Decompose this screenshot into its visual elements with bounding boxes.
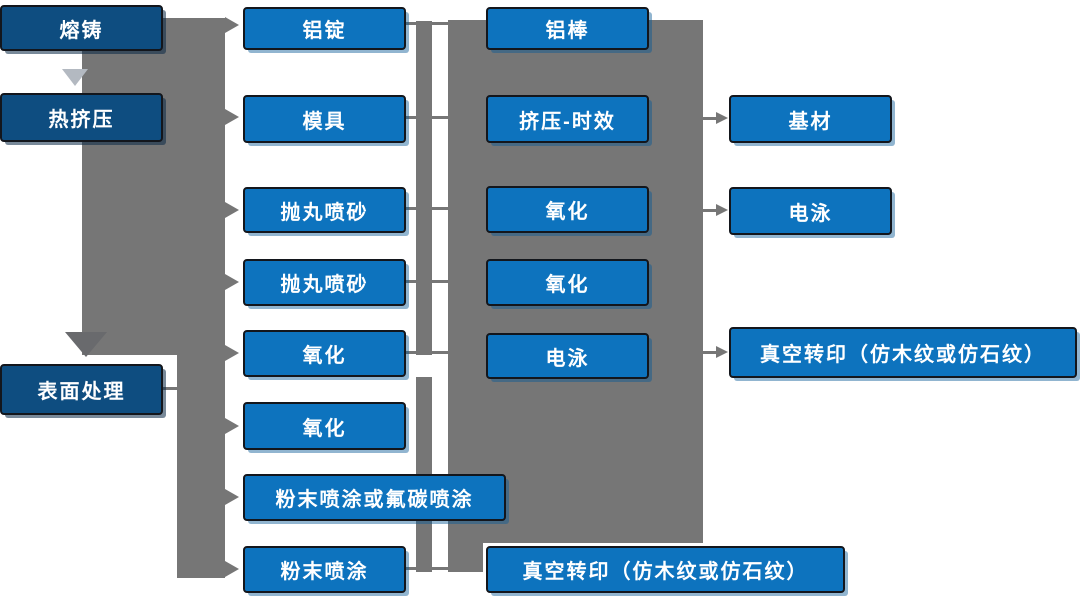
node-powder-or-fluorocarbon-coating: 粉末喷涂或氟碳喷涂: [243, 474, 506, 521]
connector-line: [703, 117, 717, 120]
arrow-right-icon: [225, 274, 239, 290]
arrow-down-icon: [65, 332, 107, 357]
node-powder-coating: 粉末喷涂: [243, 546, 406, 593]
connector-band-left-narrow: [177, 355, 225, 578]
arrow-right-icon: [225, 109, 239, 125]
connector-strip-middle-upper: [416, 21, 432, 355]
arrow-right-icon: [225, 345, 239, 361]
node-shot-blasting-2: 抛丸喷砂: [243, 259, 406, 306]
connector-line: [703, 351, 717, 354]
node-base-material: 基材: [729, 95, 892, 143]
node-vacuum-transfer-print: 真空转印（仿木纹或仿石纹）: [486, 546, 845, 593]
node-electrophoresis-output: 电泳: [729, 187, 892, 235]
arrow-right-icon: [225, 489, 239, 505]
node-aluminum-ingot: 铝锭: [243, 7, 406, 50]
connector-line: [405, 207, 450, 210]
connector-line: [405, 567, 450, 570]
arrow-right-icon: [225, 418, 239, 434]
arrow-right-icon: [716, 112, 728, 124]
node-oxidation-a: 氧化: [486, 186, 649, 233]
arrow-right-icon: [225, 17, 239, 33]
arrow-right-icon: [225, 202, 239, 218]
node-surface-treatment: 表面处理: [0, 364, 163, 415]
node-hot-extrusion: 热挤压: [0, 93, 163, 142]
arrow-right-icon: [716, 204, 728, 216]
connector-line: [405, 22, 450, 25]
connector-band-left-wide: [82, 18, 225, 355]
node-oxidation-1: 氧化: [243, 330, 406, 377]
arrow-right-icon: [716, 346, 728, 358]
connector-line: [405, 351, 450, 354]
node-mold: 模具: [243, 95, 406, 143]
node-oxidation-b: 氧化: [486, 259, 649, 306]
node-melting-casting: 熔铸: [0, 5, 163, 51]
connector-line: [405, 116, 450, 119]
connector-line: [703, 209, 717, 212]
node-electrophoresis: 电泳: [486, 333, 649, 379]
arrow-down-icon: [62, 69, 88, 86]
connector-line-surface-treatment: [163, 387, 179, 390]
connector-line: [405, 280, 450, 283]
node-shot-blasting-1: 抛丸喷砂: [243, 187, 406, 233]
node-vacuum-transfer-print-output: 真空转印（仿木纹或仿石纹）: [729, 327, 1077, 378]
node-extrusion-aging: 挤压-时效: [486, 95, 649, 143]
node-oxidation-2: 氧化: [243, 402, 406, 450]
arrow-right-icon: [225, 561, 239, 577]
connector-block-center-tab: [448, 543, 483, 572]
node-aluminum-rod: 铝棒: [486, 7, 649, 50]
